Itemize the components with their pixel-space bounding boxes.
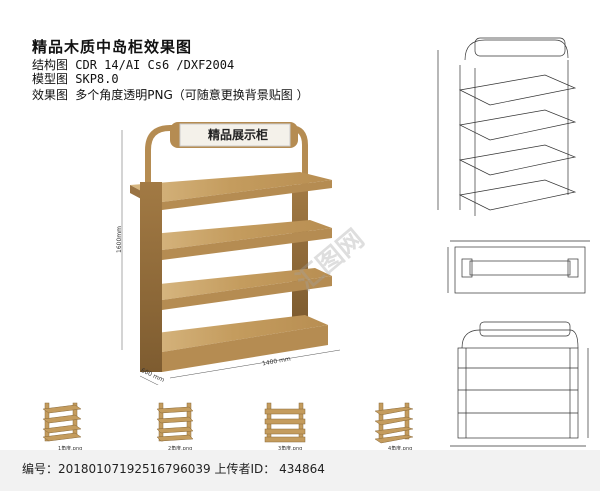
thumbnail-caption: 3角度.png — [278, 446, 303, 452]
top-view-drawing — [447, 240, 590, 294]
spec-value: CDR 14/AI Cs6 /DXF2004 — [75, 58, 235, 72]
shelf-render — [121, 122, 341, 385]
spec-line-render: 效果图 多个角度透明PNG（可随意更换背景贴图 ） — [32, 88, 309, 102]
footer-bar: 编号：20180107192516796039 上传者ID： 434864 — [0, 450, 600, 491]
sign-panel — [179, 123, 291, 147]
footer-text: 编号：20180107192516796039 上传者ID： 434864 — [22, 462, 325, 476]
thumbnail-angle-3 — [264, 402, 306, 443]
spec-label: 效果图 — [32, 88, 69, 102]
height-dimension: 1600mm — [115, 226, 123, 253]
spec-label: 模型图 — [32, 72, 69, 86]
perspective-line-drawing — [437, 37, 577, 216]
page-title: 精品木质中岛柜效果图 — [32, 38, 193, 56]
thumbnail-angle-1 — [42, 402, 82, 442]
sign-text: 精品展示柜 — [207, 128, 268, 142]
spec-label: 结构图 — [32, 58, 69, 72]
left-post — [140, 182, 162, 372]
thumbnail-angle-4 — [374, 402, 414, 444]
spec-line-model: 模型图 SKP8.0 — [32, 72, 119, 86]
shelf-4 — [140, 315, 328, 372]
spec-line-structure: 结构图 CDR 14/AI Cs6 /DXF2004 — [32, 58, 234, 72]
front-view-drawing — [450, 321, 589, 447]
thumbnail-angle-2 — [156, 402, 194, 442]
spec-value: SKP8.0 — [75, 72, 119, 86]
thumbnail-caption: 1角度.png — [58, 446, 83, 452]
spec-value: 多个角度透明PNG（可随意更换背景贴图 ） — [75, 88, 309, 102]
thumbnail-caption: 4角度.png — [388, 446, 413, 452]
thumbnail-caption: 2角度.png — [168, 446, 193, 452]
